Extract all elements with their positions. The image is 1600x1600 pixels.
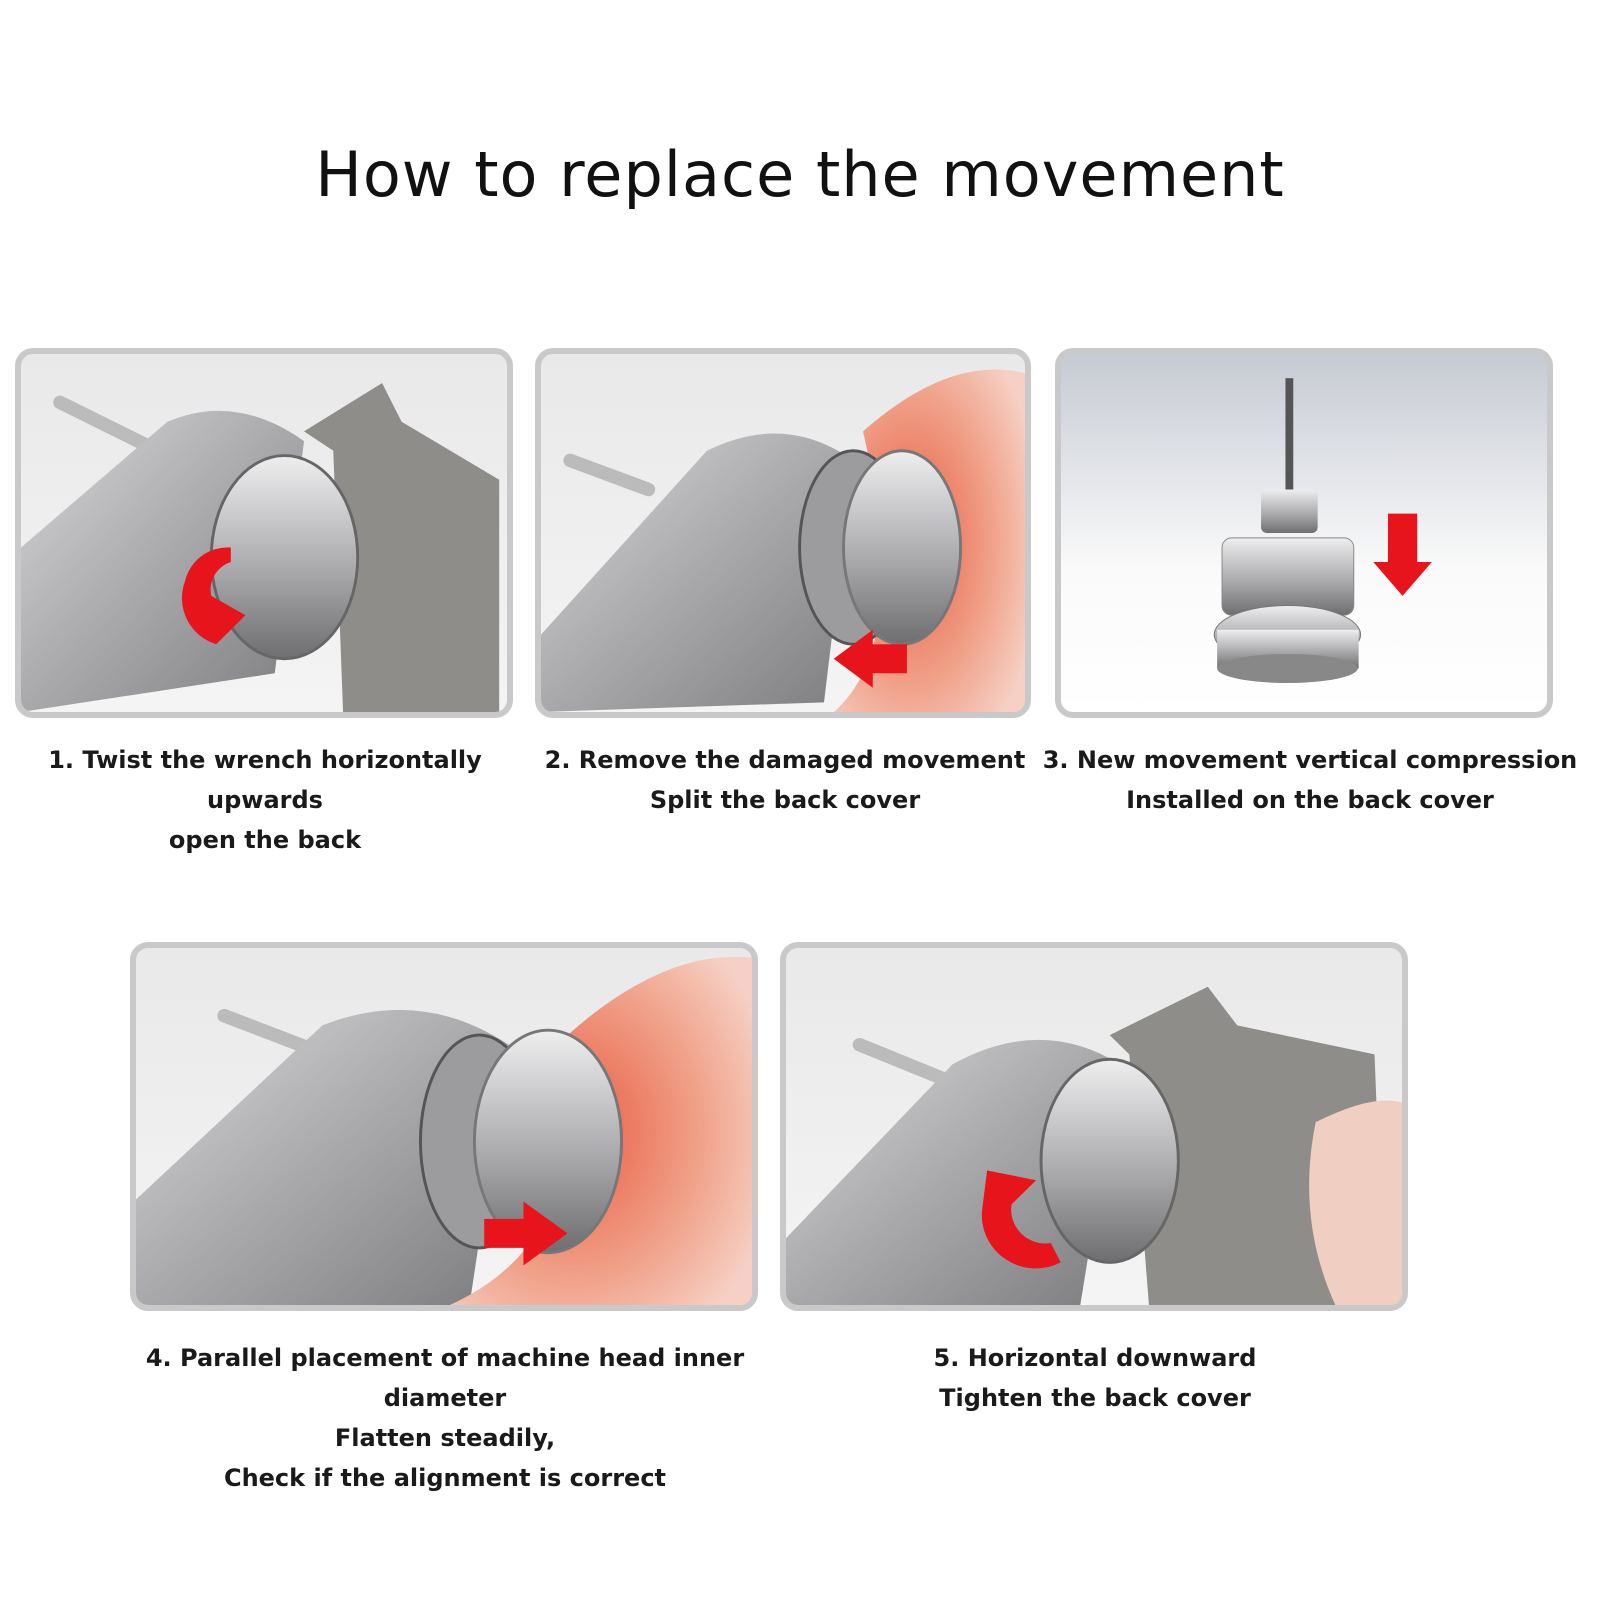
step-3-caption: 3. New movement vertical compression Ins… xyxy=(1040,740,1580,820)
step-2-caption: 2. Remove the damaged movement Split the… xyxy=(520,740,1050,820)
curved-arrow-down-icon xyxy=(981,1170,1061,1269)
caption-line: 3. New movement vertical compression xyxy=(1042,746,1578,774)
step-5-image xyxy=(780,942,1408,1311)
step-2-image xyxy=(535,348,1031,718)
caption-line: 4. Parallel placement of machine head in… xyxy=(145,1344,745,1412)
page-title: How to replace the movement xyxy=(315,138,1285,211)
curved-arrow-up-icon xyxy=(181,547,246,645)
step-4-image xyxy=(130,942,758,1311)
step-1-caption: 1. Twist the wrench horizontally upwards… xyxy=(0,740,530,860)
caption-line: 5. Horizontal downward xyxy=(933,1344,1257,1372)
caption-line: Installed on the back cover xyxy=(1126,786,1494,814)
step-4-caption: 4. Parallel placement of machine head in… xyxy=(90,1338,800,1498)
step-5-caption: 5. Horizontal downward Tighten the back … xyxy=(820,1338,1370,1418)
caption-line: open the back xyxy=(168,826,362,854)
caption-line: 1. Twist the wrench horizontally upwards xyxy=(48,746,482,814)
caption-line: Check if the alignment is correct xyxy=(223,1464,667,1492)
step-1-image xyxy=(15,348,513,718)
arrow-down-icon xyxy=(1373,513,1432,596)
caption-line: Flatten steadily, xyxy=(334,1424,556,1452)
step-3-image xyxy=(1055,348,1553,718)
arrow-right-icon xyxy=(484,1201,568,1266)
caption-line: Tighten the back cover xyxy=(939,1384,1251,1412)
caption-line: Split the back cover xyxy=(649,786,921,814)
caption-line: 2. Remove the damaged movement xyxy=(544,746,1026,774)
arrow-left-icon xyxy=(833,629,907,688)
